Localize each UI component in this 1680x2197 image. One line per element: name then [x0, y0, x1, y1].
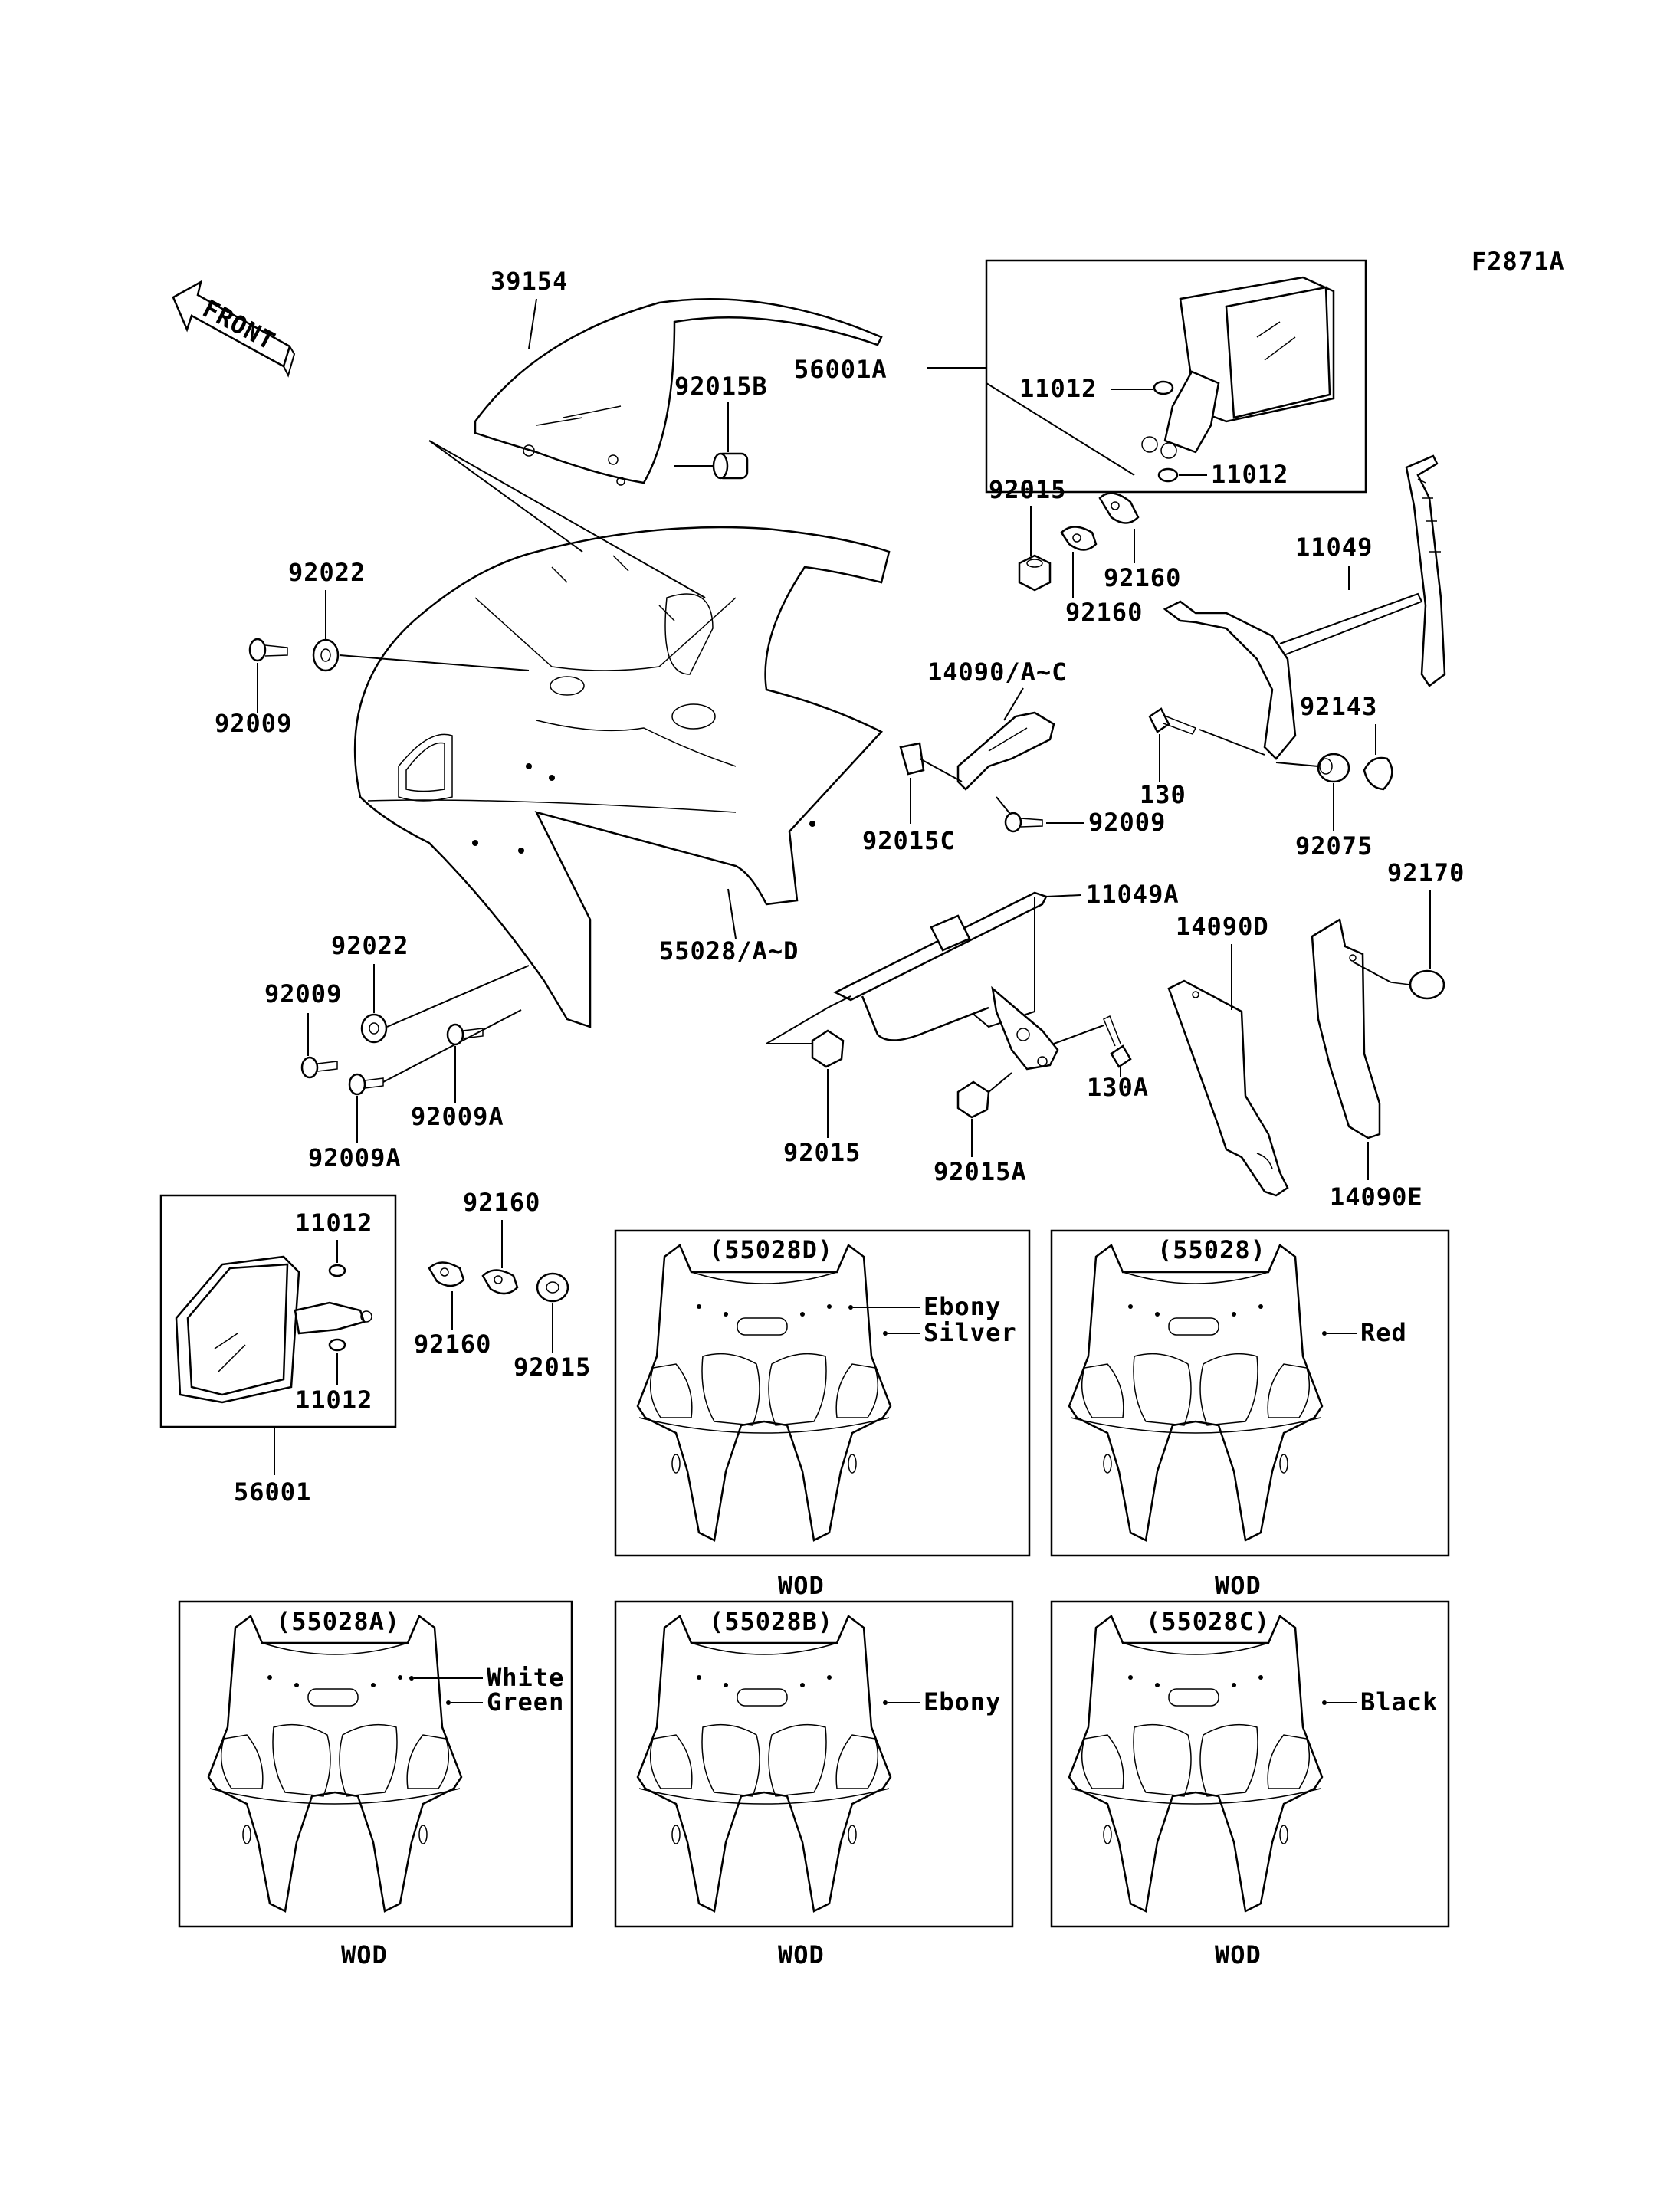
variant-note: WOD [778, 1940, 825, 1969]
label-92015-left: 92015 [514, 1353, 591, 1382]
variant-color: Ebony [924, 1687, 1001, 1717]
mirror-left-part [175, 1255, 372, 1404]
stay-part [1163, 454, 1446, 760]
variant-note: WOD [1215, 1940, 1262, 1969]
cap-icon [1390, 969, 1445, 1000]
label-92143: 92143 [1300, 692, 1377, 721]
variant-color: Ebony [924, 1292, 1001, 1321]
nut-icon [811, 1029, 845, 1068]
screw-icon [248, 638, 288, 662]
front-arrow-icon: FRONT [172, 280, 296, 378]
label-92022-lower: 92022 [331, 931, 409, 960]
front-label: FRONT [198, 294, 280, 356]
label-92009A-a: 92009A [308, 1143, 402, 1172]
clip-icon [899, 742, 925, 776]
label-92009-center: 92009 [1088, 808, 1166, 837]
label-56001A: 56001A [794, 355, 888, 384]
figure-code: F2871A [1472, 247, 1565, 276]
label-92009A-b: 92009A [411, 1102, 504, 1131]
cover-e-part [1311, 918, 1381, 1139]
label-11049: 11049 [1295, 533, 1373, 562]
variant-box-55028A: (55028A) White Green WOD [178, 1600, 573, 1969]
damper-icon [1317, 753, 1350, 783]
label-130: 130 [1140, 780, 1186, 809]
label-92022-top: 92022 [288, 558, 366, 587]
label-92160-left-a: 92160 [463, 1188, 540, 1217]
variant-code: (55028B) [709, 1607, 833, 1636]
variant-color: Green [487, 1687, 564, 1717]
label-92160-b: 92160 [1065, 598, 1143, 627]
variant-note: WOD [341, 1940, 388, 1969]
label-14090: 14090/A~C [927, 657, 1067, 687]
variant-box-55028C: (55028C) Black WOD [1050, 1600, 1450, 1969]
screw-icon [300, 1056, 338, 1079]
variant-color: Black [1360, 1687, 1438, 1717]
variant-color: White [487, 1663, 564, 1692]
label-11012-l2: 11012 [295, 1385, 372, 1415]
variant-box-55028B: (55028B) Ebony WOD [614, 1600, 1014, 1969]
variant-box-55028: (55028) Red WOD [1050, 1229, 1450, 1600]
label-92015B: 92015B [674, 372, 768, 401]
label-11012-l1: 11012 [295, 1208, 372, 1238]
label-92015A: 92015A [934, 1157, 1027, 1186]
variant-box-55028D: (55028D) Ebony Silver WOD [614, 1229, 1031, 1600]
label-14090D: 14090D [1176, 912, 1269, 941]
label-55028: 55028/A~D [659, 936, 799, 966]
plate-icon [481, 1269, 519, 1295]
label-11012-r1: 11012 [1019, 374, 1097, 403]
stay-lower-part [833, 891, 1059, 1071]
label-92009-lower-a: 92009 [264, 979, 342, 1008]
cap-icon [1157, 467, 1179, 483]
bracket-cover-part [956, 711, 1055, 791]
label-11012-r2: 11012 [1211, 460, 1288, 489]
mirror-right-box [985, 259, 1367, 494]
mirror-left-box [159, 1194, 397, 1428]
variant-note: WOD [1215, 1571, 1262, 1600]
cap-icon [328, 1264, 346, 1277]
label-92160-left-b: 92160 [414, 1330, 491, 1359]
nut-icon [1018, 554, 1052, 592]
cap-icon [328, 1338, 346, 1352]
screw-icon [446, 1023, 484, 1046]
label-56001: 56001 [234, 1477, 311, 1507]
cap-icon [1153, 380, 1174, 395]
label-14090E: 14090E [1330, 1182, 1423, 1212]
nut-icon [536, 1272, 569, 1303]
cover-d-part [1167, 979, 1289, 1197]
variant-code: (55028A) [276, 1607, 400, 1636]
label-92160-a: 92160 [1104, 563, 1181, 592]
washer-icon [312, 638, 340, 672]
cap-icon [1363, 756, 1393, 791]
label-92075: 92075 [1295, 831, 1373, 861]
plate-icon [1060, 526, 1098, 551]
plate-icon [1098, 492, 1140, 524]
label-11049A: 11049A [1086, 880, 1180, 909]
mirror-right-part [1141, 276, 1335, 459]
label-130A: 130A [1087, 1073, 1149, 1102]
label-92170: 92170 [1387, 858, 1465, 887]
variant-color: Silver [924, 1318, 1017, 1347]
bolt-icon [1148, 707, 1197, 735]
windshield-part [474, 298, 883, 486]
label-39154: 39154 [491, 267, 568, 296]
label-92015C: 92015C [862, 826, 956, 855]
nut-icon [956, 1080, 990, 1119]
screw-icon [348, 1073, 384, 1096]
upper-cowling-part [353, 526, 891, 1028]
variant-color: Red [1360, 1318, 1407, 1347]
grommet-part [712, 452, 749, 480]
plate-icon [428, 1261, 465, 1287]
label-92015-lower: 92015 [783, 1138, 861, 1167]
washer-icon [360, 1013, 388, 1044]
variant-code: (55028C) [1146, 1607, 1270, 1636]
variant-note: WOD [778, 1571, 825, 1600]
label-92009-top: 92009 [215, 709, 292, 738]
variant-code: (55028) [1157, 1235, 1266, 1264]
label-92015-right: 92015 [989, 475, 1066, 504]
variant-code: (55028D) [709, 1235, 833, 1264]
bolt-icon [1103, 1015, 1132, 1068]
screw-icon [1004, 812, 1043, 833]
